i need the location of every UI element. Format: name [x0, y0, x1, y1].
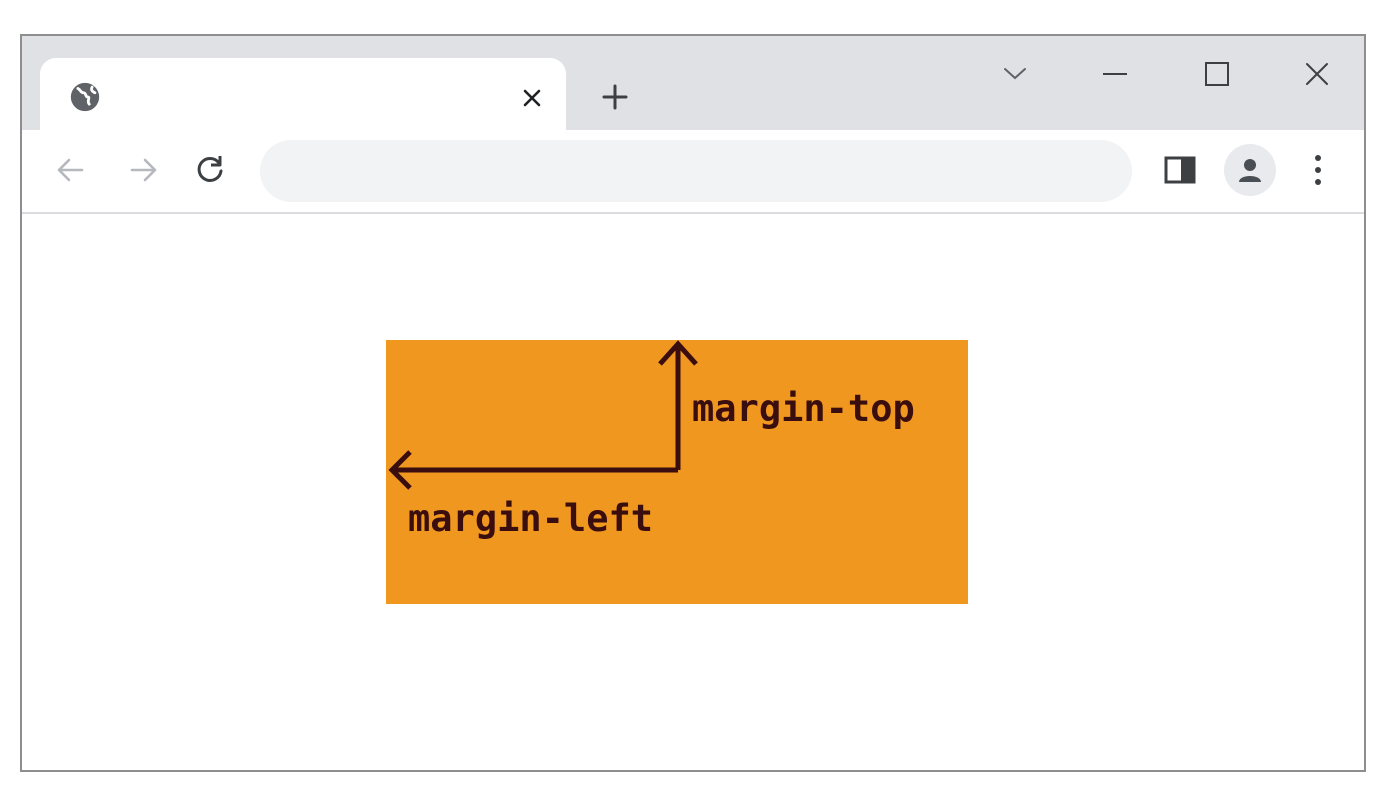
kebab-menu-icon [1315, 155, 1321, 185]
margin-top-arrow [658, 340, 698, 470]
minimize-icon [1103, 73, 1127, 75]
menu-button[interactable] [1296, 148, 1340, 192]
address-bar[interactable] [260, 140, 1132, 202]
margin-arrows [388, 340, 698, 490]
reload-button[interactable] [188, 148, 232, 192]
browser-window: margin-top margin-left [20, 34, 1366, 772]
globe-icon [68, 80, 102, 114]
reload-icon [197, 156, 223, 182]
browser-toolbar [22, 130, 1364, 214]
side-panel-button[interactable] [1158, 148, 1202, 192]
tab-search-button[interactable] [990, 54, 1040, 94]
person-icon [1239, 159, 1261, 182]
margin-top-label: margin-top [692, 387, 915, 430]
forward-button[interactable] [122, 148, 166, 192]
margin-left-arrow [388, 450, 678, 490]
chevron-down-icon [1004, 68, 1026, 80]
arrow-right-icon [130, 158, 157, 182]
side-panel-icon [1164, 156, 1196, 184]
maximize-icon [1205, 62, 1229, 86]
tab-strip [22, 36, 1364, 132]
active-tab[interactable] [40, 58, 566, 132]
page-viewport: margin-top margin-left [22, 214, 1364, 770]
arrow-left-icon [57, 158, 84, 182]
profile-button[interactable] [1224, 144, 1276, 196]
new-tab-button[interactable] [594, 76, 636, 118]
window-close-button[interactable] [1292, 54, 1342, 94]
margin-left-label: margin-left [408, 497, 654, 540]
close-icon [1306, 63, 1328, 85]
minimize-button[interactable] [1090, 54, 1140, 94]
maximize-button[interactable] [1192, 54, 1242, 94]
tab-close-button[interactable] [514, 80, 550, 116]
close-icon [523, 89, 541, 107]
back-button[interactable] [48, 148, 92, 192]
margin-demo-box: margin-top margin-left [386, 340, 968, 604]
plus-icon [602, 84, 628, 110]
